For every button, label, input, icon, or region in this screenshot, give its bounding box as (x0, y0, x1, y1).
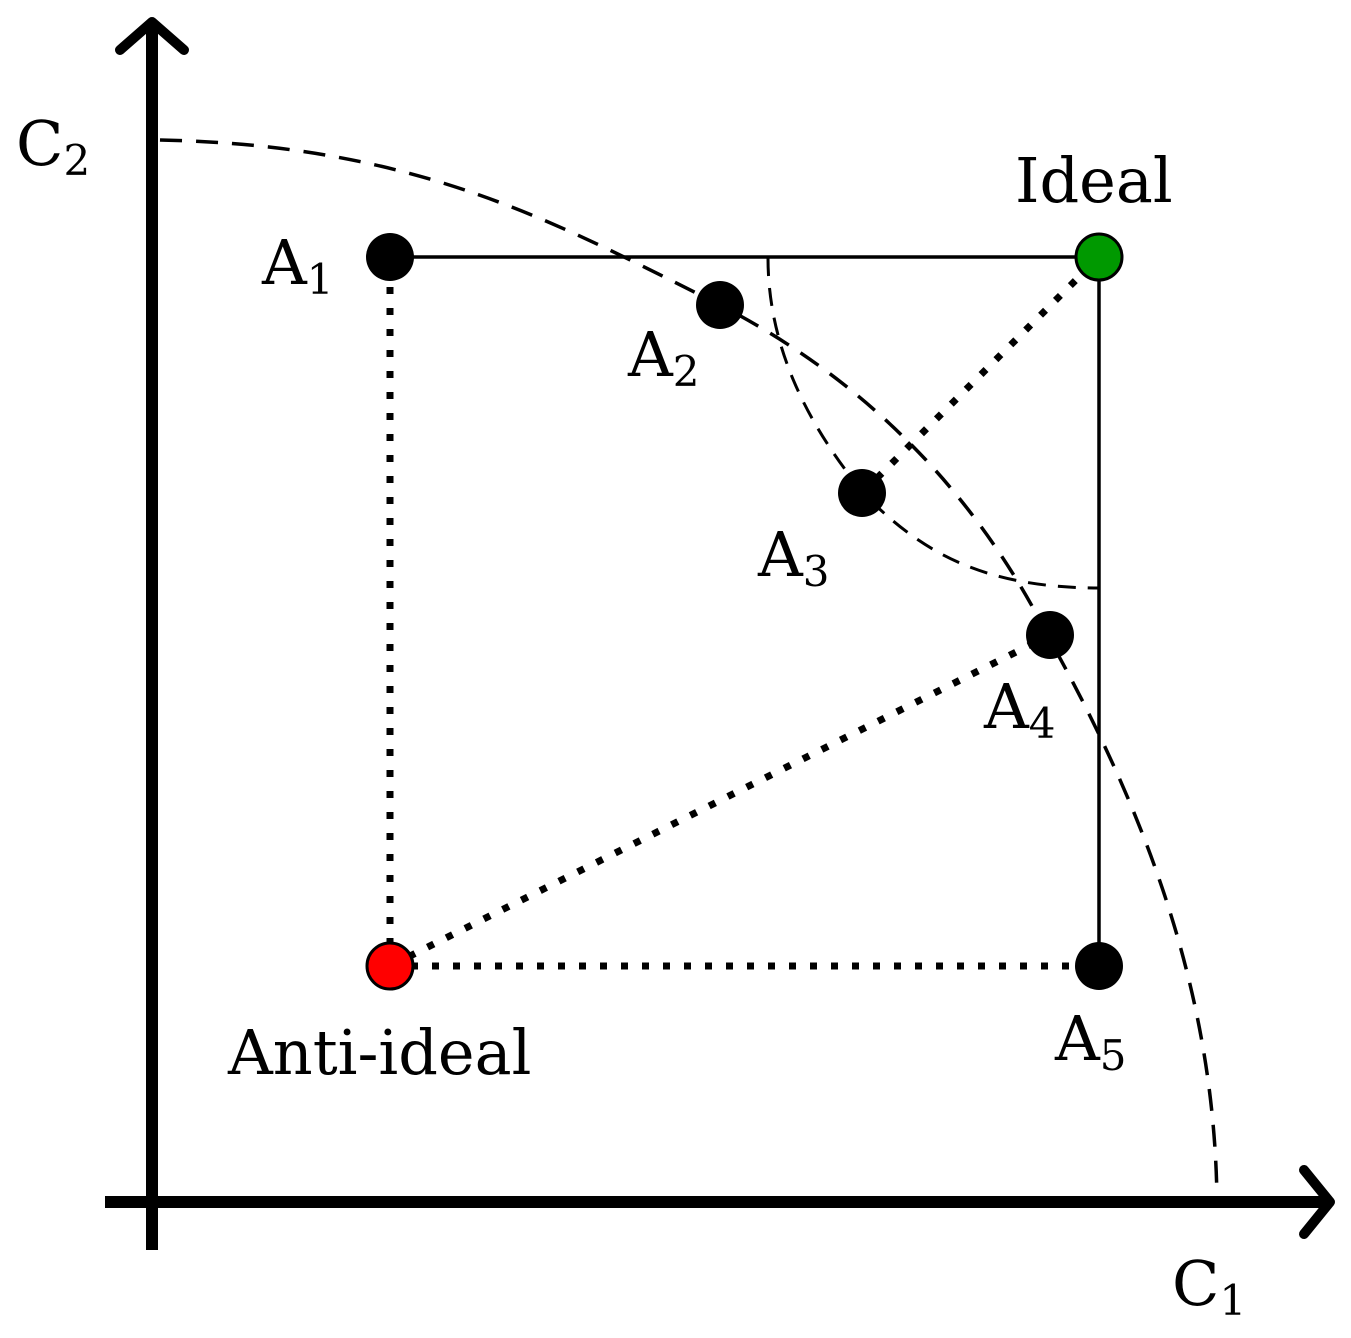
y-axis-arrowhead (115, 17, 189, 55)
pareto-frontier-curve (159, 138, 1219, 1203)
label-ideal: Ideal (1015, 144, 1173, 217)
dotted-anti-a4 (388, 631, 1052, 970)
x-axis-label: C1 (1172, 1247, 1246, 1325)
point-a2 (696, 281, 744, 329)
x-axis-arrowhead (1299, 1165, 1335, 1239)
point-a4 (1026, 611, 1074, 659)
secondary-frontier-curve (766, 257, 1101, 590)
label-a3: A3 (757, 518, 830, 596)
point-a1 (366, 233, 414, 281)
label-a4: A4 (983, 670, 1056, 748)
point-ideal (1074, 232, 1124, 282)
label-a1: A1 (261, 226, 334, 304)
label-a5: A5 (1054, 1002, 1127, 1080)
point-a3 (838, 469, 886, 517)
label-a2: A2 (627, 318, 700, 396)
point-a5 (1075, 942, 1123, 990)
dotted-a3-ideal (859, 254, 1102, 496)
y-axis-label: C2 (16, 107, 90, 185)
point-anti-ideal (365, 941, 415, 991)
label-anti-ideal: Anti-ideal (227, 1016, 531, 1089)
